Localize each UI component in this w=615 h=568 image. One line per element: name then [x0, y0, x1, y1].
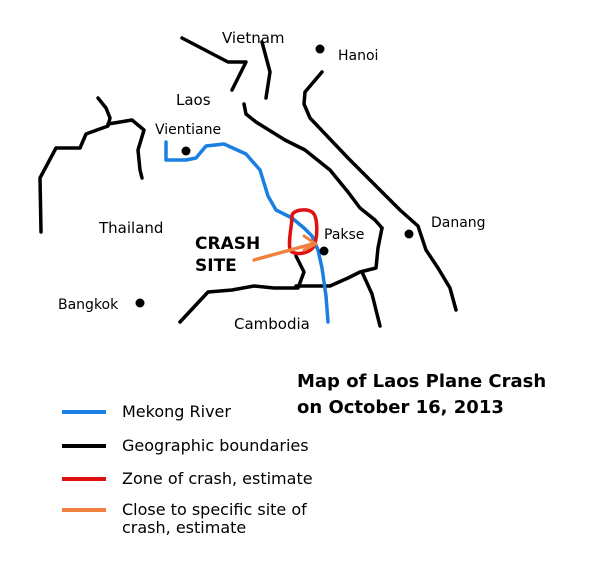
label-vietnam: Vietnam — [222, 29, 285, 47]
label-danang: Danang — [431, 215, 486, 231]
boundary-laos-cambodia — [294, 226, 384, 288]
boundary-laos-vietnam-north — [260, 40, 272, 100]
danang-dot — [404, 229, 414, 239]
legend-label-mekong-river: Mekong River — [122, 402, 231, 421]
boundary-china-north — [180, 36, 248, 92]
label-pakse: Pakse — [324, 227, 364, 243]
crash-site-arrowhead — [302, 234, 318, 252]
legend-label-crash-site-line2: crash, estimate — [122, 518, 246, 537]
boundary-laos-north-west — [106, 118, 146, 180]
legend-label-boundaries: Geographic boundaries — [122, 436, 309, 455]
map-title-line1: Map of Laos Plane Crash — [297, 371, 546, 392]
legend-label-crash-site-line1: Close to specific site of — [122, 500, 307, 519]
coastline-vietnam — [302, 70, 458, 312]
boundary-thailand-laos-west — [38, 96, 112, 234]
mekong-river — [164, 140, 330, 324]
legend-label-crash-zone: Zone of crash, estimate — [122, 469, 313, 488]
label-bangkok: Bangkok — [58, 297, 119, 313]
boundary-laos-vietnam — [242, 102, 384, 230]
pakse-dot — [319, 246, 329, 256]
label-thailand: Thailand — [98, 219, 163, 237]
boundary-cambodia-vietnam — [360, 270, 382, 328]
crash-site-pointer — [252, 242, 314, 262]
bangkok-dot — [135, 298, 145, 308]
legend: Mekong River Geographic boundaries Zone … — [62, 402, 313, 537]
boundary-thailand-cambodia — [178, 254, 306, 324]
vientiane-dot — [181, 146, 191, 156]
label-hanoi: Hanoi — [338, 48, 378, 64]
crash-site-label-line1: CRASH — [195, 234, 260, 254]
map-title-line2: on October 16, 2013 — [297, 397, 504, 418]
hanoi-dot — [315, 44, 325, 54]
geographic-boundaries — [38, 36, 458, 328]
label-cambodia: Cambodia — [234, 315, 310, 333]
crash-site-label-line2: SITE — [195, 256, 237, 276]
label-laos: Laos — [176, 91, 211, 109]
label-vientiane: Vientiane — [155, 122, 221, 138]
